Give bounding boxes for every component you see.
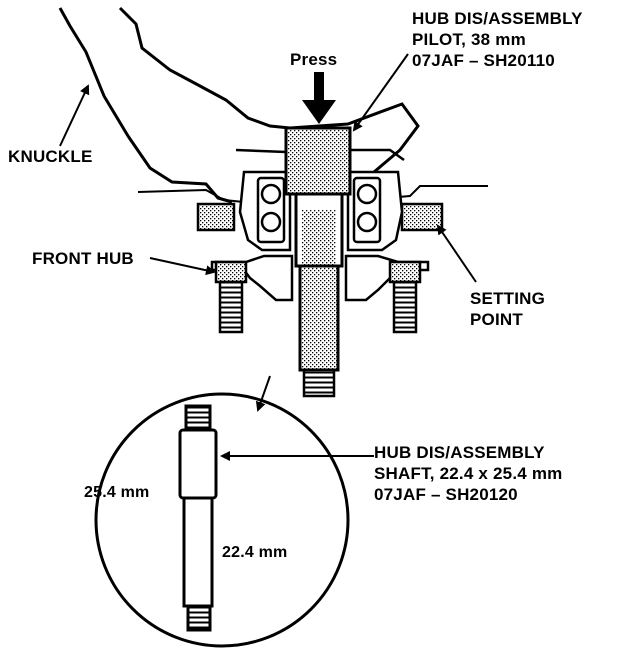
pilot-tool	[284, 126, 352, 196]
stud-right-head	[388, 260, 422, 284]
knuckle-web	[235, 148, 405, 162]
setting-block-right	[400, 202, 444, 232]
setting-point-line-2: POINT	[470, 310, 523, 329]
pilot-label-line-1: HUB DIS/ASSEMBLY	[412, 9, 583, 28]
knuckle-label: KNUCKLE	[8, 147, 93, 166]
setting-point-leader	[436, 224, 477, 283]
shaft-label-line-1: HUB DIS/ASSEMBLY	[374, 443, 545, 462]
dim-large-label: 25.4 mm	[84, 484, 150, 501]
stud-right-thread	[392, 280, 418, 334]
knuckle-outline	[58, 7, 233, 204]
pilot-leader	[352, 53, 409, 132]
press-arrow	[302, 72, 336, 124]
shaft-label: HUB DIS/ASSEMBLY SHAFT, 22.4 x 25.4 mm 0…	[374, 442, 562, 505]
shaft-label-line-3: 07JAF – SH20120	[374, 485, 518, 504]
detail-circle	[94, 392, 350, 648]
knuckle-leader	[59, 84, 90, 147]
front-hub-label: FRONT HUB	[32, 249, 134, 268]
setting-block-left	[196, 202, 236, 232]
shaft-stipple	[302, 210, 336, 266]
bearing-left	[256, 176, 286, 244]
pilot-label-line-2: PILOT, 38 mm	[412, 30, 526, 49]
dim-small-label: 22.4 mm	[222, 544, 288, 561]
shaft-label-line-2: SHAFT, 22.4 x 25.4 mm	[374, 464, 563, 483]
setting-point-line-1: SETTING	[470, 289, 546, 308]
setting-point-label: SETTING POINT	[470, 288, 545, 330]
front-hub-leader	[149, 257, 216, 276]
guide-line-left	[137, 188, 245, 203]
pilot-label: HUB DIS/ASSEMBLY PILOT, 38 mm 07JAF – SH…	[412, 8, 583, 71]
bearing-right	[352, 176, 382, 244]
stud-left-thread	[218, 280, 244, 334]
press-label: Press	[290, 50, 338, 69]
housing-right	[346, 170, 404, 252]
stud-left-head	[214, 260, 248, 284]
shaft-lower	[298, 264, 340, 372]
housing-left	[238, 170, 292, 252]
detail-shaft	[178, 404, 218, 632]
knuckle-outline-right	[118, 6, 420, 183]
shaft-thread	[302, 368, 336, 398]
pilot-label-line-3: 07JAF – SH20110	[412, 51, 555, 70]
detail-leader	[255, 375, 271, 412]
